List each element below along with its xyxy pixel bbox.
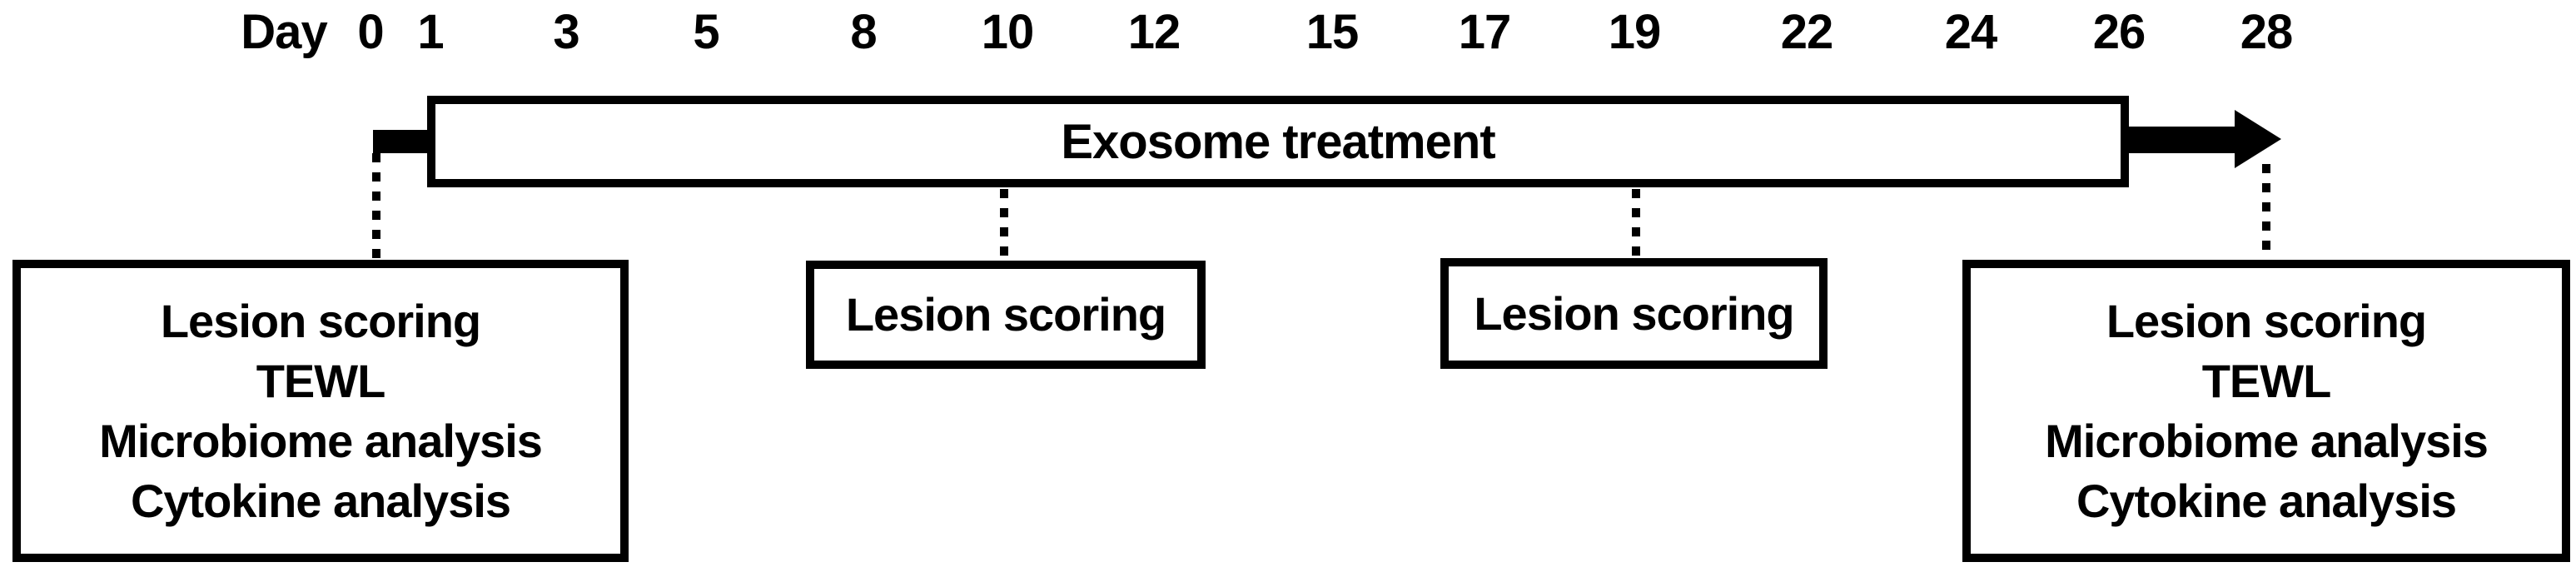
day-tick-3: 3 <box>553 5 579 59</box>
assessment-item: Lesion scoring <box>2106 294 2427 347</box>
assessment-box-day19: Lesion scoring <box>1440 258 1828 369</box>
day-axis-label: Day <box>241 5 327 59</box>
day-tick-26: 26 <box>2092 5 2146 59</box>
assessment-item: TEWL <box>256 354 386 407</box>
timeline-arrow-shaft <box>2127 127 2237 153</box>
assessment-box-day28: Lesion scoring TEWL Microbiome analysis … <box>1962 260 2570 562</box>
day-tick-28: 28 <box>2240 5 2294 59</box>
day-tick-24: 24 <box>1944 5 1998 59</box>
assessment-item: Lesion scoring <box>1474 286 1794 340</box>
exosome-treatment-label: Exosome treatment <box>1061 114 1495 169</box>
assessment-item: Microbiome analysis <box>2045 414 2489 467</box>
assessment-box-day10: Lesion scoring <box>806 261 1206 369</box>
assessment-item: Cytokine analysis <box>130 474 511 527</box>
day-tick-5: 5 <box>693 5 719 59</box>
assessment-box-day0: Lesion scoring TEWL Microbiome analysis … <box>12 260 629 562</box>
connector-day0-dotted-line <box>372 153 380 260</box>
connector-day28-dotted-line <box>2262 164 2270 260</box>
day-tick-22: 22 <box>1780 5 1834 59</box>
day-tick-0: 0 <box>357 5 384 59</box>
exosome-treatment-bar: Exosome treatment <box>427 96 2129 187</box>
day-tick-15: 15 <box>1305 5 1360 59</box>
assessment-item: Cytokine analysis <box>2076 474 2457 527</box>
day-tick-8: 8 <box>850 5 877 59</box>
day-tick-19: 19 <box>1608 5 1662 59</box>
assessment-item: Lesion scoring <box>845 288 1166 341</box>
assessment-item: Microbiome analysis <box>99 414 543 467</box>
day-tick-10: 10 <box>981 5 1035 59</box>
day-tick-1: 1 <box>417 5 444 59</box>
connector-day19-dotted-line <box>1632 189 1640 258</box>
day-tick-17: 17 <box>1458 5 1512 59</box>
arrow-right-icon <box>2235 110 2281 168</box>
assessment-item: Lesion scoring <box>160 294 481 347</box>
connector-day10-dotted-line <box>1000 189 1008 261</box>
day-tick-12: 12 <box>1127 5 1181 59</box>
assessment-item: TEWL <box>2201 354 2332 407</box>
day0-lead-segment <box>373 130 428 153</box>
